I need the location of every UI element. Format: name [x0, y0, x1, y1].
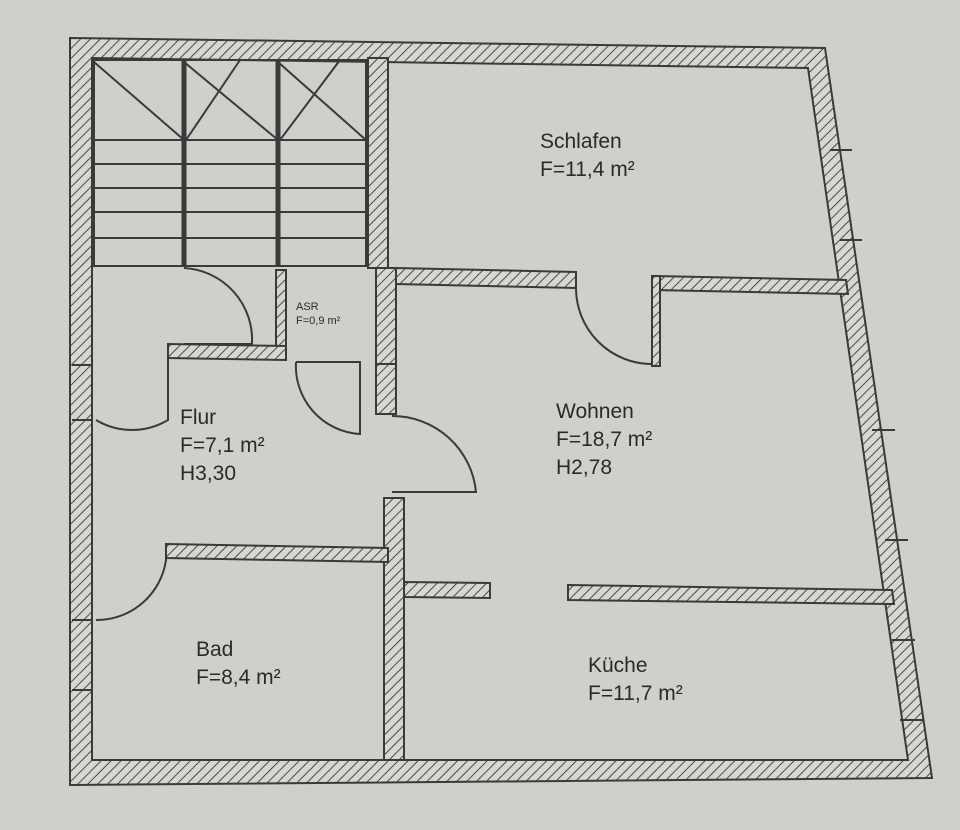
room-label-flur: Flur F=7,1 m² H3,30	[180, 404, 265, 488]
outer-wall	[69, 36, 934, 787]
room-name: Küche	[588, 654, 648, 677]
doors	[95, 267, 653, 622]
door-schlafen	[575, 287, 653, 366]
room-height: H2,78	[556, 456, 613, 479]
room-label-bad: Bad F=8,4 m²	[196, 636, 281, 692]
room-name: Wohnen	[556, 400, 634, 423]
wall-door-jamb	[651, 275, 661, 367]
room-name: Flur	[180, 406, 217, 429]
room-label-wohnen: Wohnen F=18,7 m² H2,78	[556, 398, 652, 482]
door-bad	[95, 558, 167, 622]
wall-schlafen-bottom-right	[653, 274, 850, 296]
wall-bad-top	[165, 542, 389, 564]
window-marks	[72, 149, 924, 721]
wall-kueche-top-left	[403, 580, 491, 600]
wall-schlafen-bottom-left	[395, 266, 577, 290]
room-area: F=11,4 m²	[540, 158, 635, 181]
wall-center-lower	[383, 497, 405, 761]
room-label-asr: ASR F=0,9 m²	[296, 300, 340, 328]
wall-asr-left	[275, 269, 287, 357]
room-name: Schlafen	[540, 130, 622, 153]
staircase	[93, 59, 367, 267]
wall-wohnen-left	[375, 363, 397, 415]
room-name: ASR	[296, 301, 319, 313]
door-asr	[294, 361, 361, 436]
room-area: F=0,9 m²	[296, 315, 341, 327]
wall-stair-right	[367, 57, 389, 269]
room-area: F=8,4 m²	[196, 666, 281, 689]
door-flur-left	[95, 356, 169, 431]
door-stair-flur	[183, 267, 254, 345]
wall-flur-top	[167, 342, 287, 362]
room-area: F=11,7 m²	[588, 682, 683, 705]
room-label-schlafen: Schlafen F=11,4 m²	[540, 128, 635, 184]
room-height: H3,30	[180, 462, 237, 485]
room-area: F=7,1 m²	[180, 434, 265, 457]
wall-kueche-top-right	[567, 583, 896, 606]
door-wohnen	[391, 414, 478, 493]
room-area: F=18,7 m²	[556, 428, 653, 451]
room-label-kueche: Küche F=11,7 m²	[588, 652, 683, 708]
inner-walls	[165, 57, 896, 761]
room-name: Bad	[196, 638, 234, 661]
